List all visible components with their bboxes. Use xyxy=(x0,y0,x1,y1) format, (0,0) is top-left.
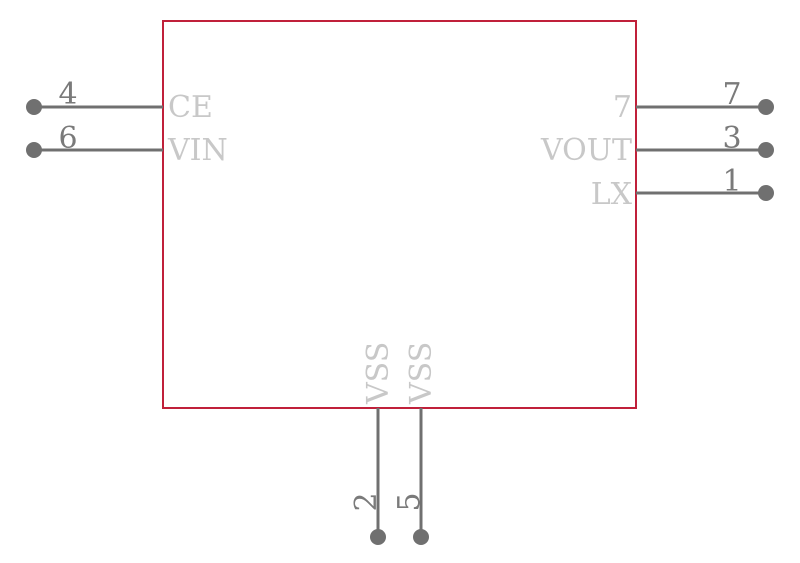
pin-vin[interactable]: 6 VIN xyxy=(26,121,228,168)
pin-vout-endpoint[interactable] xyxy=(758,142,774,158)
pin-7-endpoint[interactable] xyxy=(758,99,774,115)
pin-vss-5-number: 5 xyxy=(392,492,427,511)
pin-ce-name: CE xyxy=(168,90,213,125)
pin-vss-2-number: 2 xyxy=(349,492,384,511)
pin-vss-5-endpoint[interactable] xyxy=(413,529,429,545)
pin-7[interactable]: 7 7 xyxy=(613,77,774,125)
component-body xyxy=(162,20,637,409)
pin-7-name: 7 xyxy=(613,90,632,125)
pin-lx-name: LX xyxy=(591,177,633,212)
pin-vout[interactable]: 3 VOUT xyxy=(540,121,774,168)
pin-vin-number: 6 xyxy=(58,121,77,156)
pin-vout-number: 3 xyxy=(722,121,741,156)
pin-vss-5-name: VSS xyxy=(404,342,439,405)
pin-lx-endpoint[interactable] xyxy=(758,185,774,201)
pin-ce-number: 4 xyxy=(58,77,77,112)
pin-lx-number: 1 xyxy=(722,164,741,199)
pin-vss-2-name: VSS xyxy=(361,342,396,405)
pin-vin-endpoint[interactable] xyxy=(26,142,42,158)
pin-lx[interactable]: 1 LX xyxy=(591,164,774,212)
pin-7-number: 7 xyxy=(722,77,741,112)
pin-ce-endpoint[interactable] xyxy=(26,99,42,115)
pin-vss-2-endpoint[interactable] xyxy=(370,529,386,545)
pin-vss-2[interactable]: 2 VSS xyxy=(349,342,396,545)
pin-vin-name: VIN xyxy=(167,133,228,168)
pin-vss-5[interactable]: 5 VSS xyxy=(392,342,439,545)
pin-vout-name: VOUT xyxy=(540,133,632,168)
pin-ce[interactable]: 4 CE xyxy=(26,77,213,125)
